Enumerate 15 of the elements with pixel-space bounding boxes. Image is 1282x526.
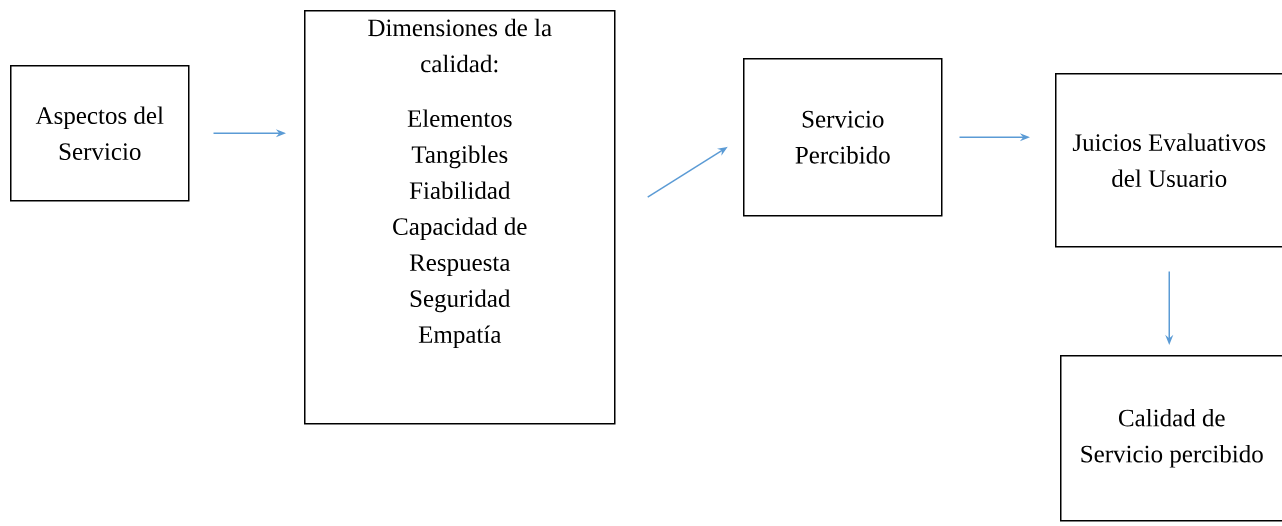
list-item: Capacidad de Respuesta: [393, 217, 527, 277]
process-box: [1055, 73, 1282, 248]
list-item: Seguridad: [410, 289, 511, 313]
box-text: Aspectos del Servicio: [35, 106, 164, 161]
list-item: Fiabilidad: [409, 181, 511, 200]
process-box: [304, 10, 616, 425]
box-text: Calidad de Servicio percibido: [1081, 408, 1263, 468]
list-item: Elementos Tangibles: [407, 109, 512, 169]
heading-text: Dimensiones de la calidad:: [368, 18, 552, 73]
box-text: Servicio Percibido: [795, 110, 890, 164]
process-box: [743, 58, 943, 217]
process-box: [1060, 355, 1282, 522]
process-box: [10, 65, 190, 202]
box-text: Juicios Evaluativos del Usuario: [1072, 133, 1266, 188]
list-item: Empatía: [418, 325, 502, 349]
